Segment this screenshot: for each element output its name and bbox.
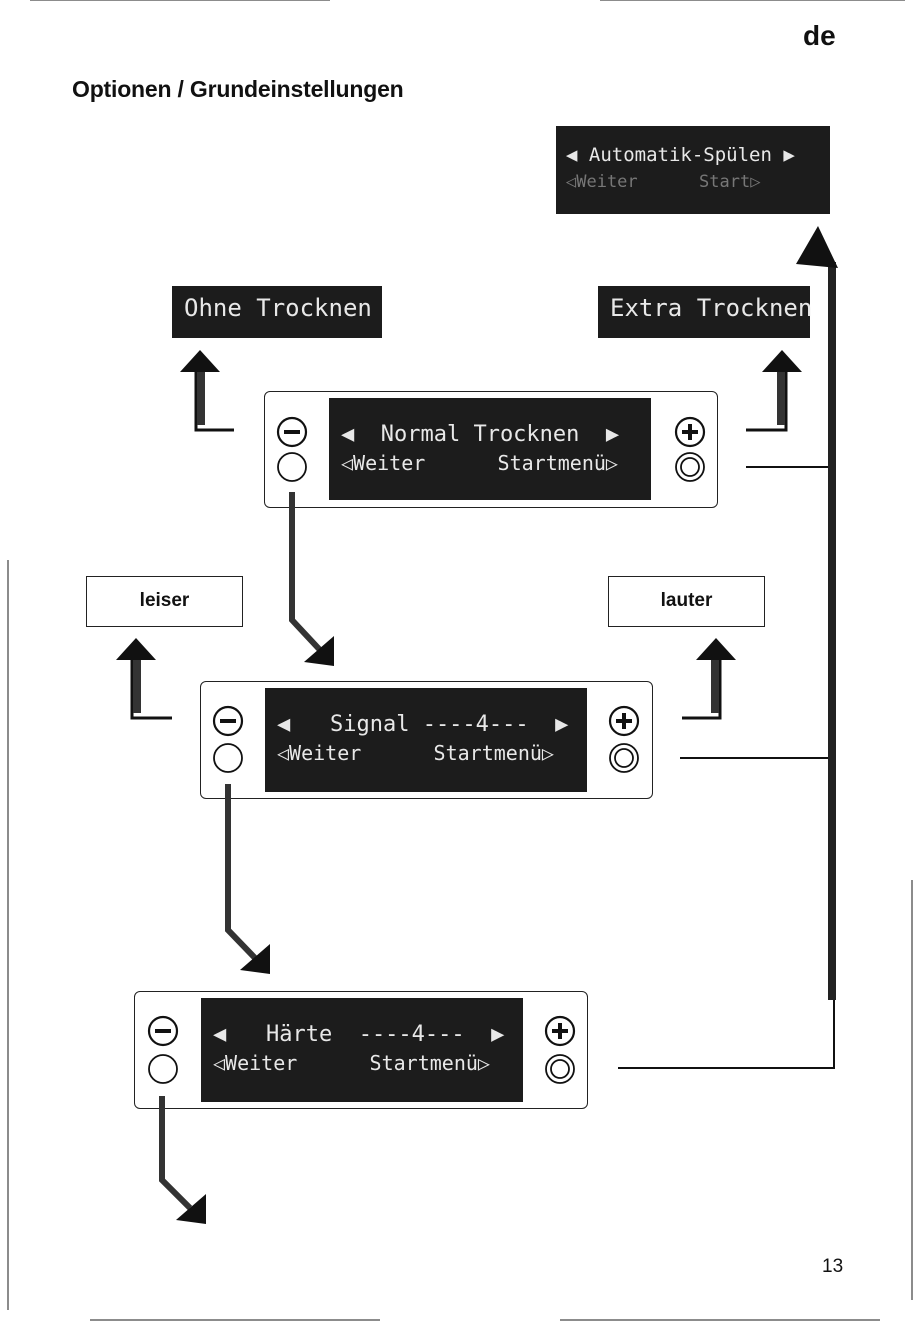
double-circle-button-icon[interactable]	[610, 744, 638, 772]
minus-circle-icon[interactable]	[214, 707, 242, 735]
double-circle-button-icon[interactable]	[546, 1055, 574, 1083]
plus-circle-icon[interactable]	[610, 707, 638, 735]
minus-circle-icon[interactable]	[278, 418, 306, 446]
double-circle-button-icon[interactable]	[676, 453, 704, 481]
circle-button-icon[interactable]	[149, 1055, 177, 1083]
page-number: 13	[822, 1256, 843, 1278]
arrow-icon	[116, 350, 802, 718]
circle-button-icon[interactable]	[214, 744, 242, 772]
plus-circle-icon[interactable]	[546, 1017, 574, 1045]
connector-lines	[618, 226, 838, 1068]
arrow-icon	[162, 492, 334, 1224]
plus-circle-icon[interactable]	[676, 418, 704, 446]
minus-circle-icon[interactable]	[149, 1017, 177, 1045]
circle-button-icon[interactable]	[278, 453, 306, 481]
